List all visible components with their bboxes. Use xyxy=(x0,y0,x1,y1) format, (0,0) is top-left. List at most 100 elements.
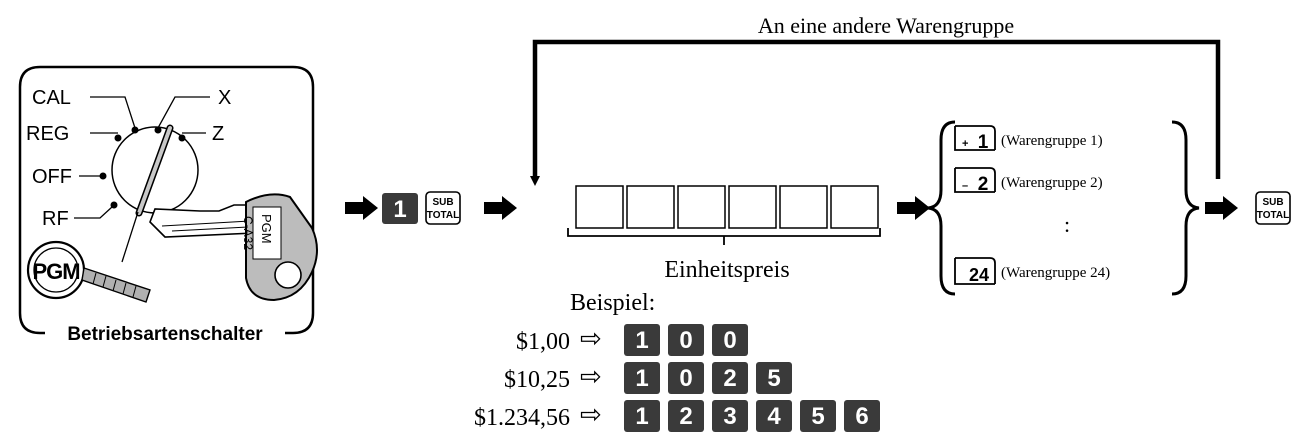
price-digit-box xyxy=(575,185,624,229)
unit-price-label: Einheitspreis xyxy=(664,257,789,283)
svg-text:TOTAL: TOTAL xyxy=(427,210,459,221)
digit-key: 4 xyxy=(756,400,792,432)
digit-key-label: 1 xyxy=(635,365,648,392)
digit-key-label: 0 xyxy=(679,327,692,354)
key-blade xyxy=(149,204,255,238)
digit-key-label: 1 xyxy=(635,327,648,354)
example-amount: $1,00 xyxy=(516,329,570,355)
key-pgm-label: PGM xyxy=(259,214,274,244)
digit-key-label: 0 xyxy=(679,365,692,392)
digit-key-label: 2 xyxy=(723,365,736,392)
digit-key-label: 4 xyxy=(767,403,781,430)
price-bracket xyxy=(567,228,881,245)
position-reg-dot xyxy=(114,134,122,142)
mode-lever xyxy=(137,126,172,215)
digit-key: 5 xyxy=(800,400,836,432)
digit-key: 2 xyxy=(712,362,748,394)
position-rf-label: RF xyxy=(42,208,69,230)
digit-key-label: 1 xyxy=(635,403,648,430)
department-2-row: – 2 (Warengruppe 2) xyxy=(954,167,1103,195)
price-digit-box xyxy=(830,185,879,229)
subtotal-key-final: SUB TOTAL xyxy=(1255,191,1291,225)
digit-key: 6 xyxy=(844,400,880,432)
department-1-label: (Warengruppe 1) xyxy=(1001,133,1103,149)
key-code-label: C-A32 xyxy=(241,216,255,250)
subtotal-key: SUB TOTAL xyxy=(425,191,461,225)
department-ellipsis: : xyxy=(1064,212,1070,237)
mode-switch-caption: Betriebsartenschalter xyxy=(67,324,263,345)
flow-arrow-1 xyxy=(345,196,378,220)
position-x-label: X xyxy=(218,87,231,109)
example-row: $1.234,56 ⇨ 1 2 3 4 5 6 xyxy=(474,399,880,432)
digit-key: 1 xyxy=(624,324,660,356)
department-1-key-sign: + xyxy=(962,138,968,150)
hollow-arrow-icon: ⇨ xyxy=(580,361,602,391)
department-2-key-sign: – xyxy=(962,180,968,192)
digit-key: 2 xyxy=(668,400,704,432)
position-z-dot xyxy=(178,134,186,142)
svg-text:SUB: SUB xyxy=(1262,197,1283,208)
department-2-label: (Warengruppe 2) xyxy=(1001,175,1103,191)
position-cal-dot xyxy=(131,126,139,134)
flow-arrow-2 xyxy=(484,196,517,220)
position-rf-dot xyxy=(110,201,118,209)
price-digit-box xyxy=(626,185,675,229)
example-amount: $10,25 xyxy=(504,367,570,393)
loop-back-arrow xyxy=(530,39,1221,186)
key-ring-hole xyxy=(274,261,302,289)
hollow-arrow-icon: ⇨ xyxy=(580,323,602,353)
digit-key-label: 6 xyxy=(855,403,868,430)
svg-text:1: 1 xyxy=(393,196,406,223)
department-2-key-number: 2 xyxy=(978,174,989,195)
position-off-dot xyxy=(99,172,107,180)
department-24-label: (Warengruppe 24) xyxy=(1001,265,1110,281)
brace-left xyxy=(927,120,956,296)
example-row: $10,25 ⇨ 1 0 2 5 xyxy=(504,361,792,394)
magnifier-handle xyxy=(81,267,151,303)
department-1-row: + 1 (Warengruppe 1) xyxy=(954,125,1103,153)
flow-arrow-4 xyxy=(1205,196,1238,220)
hollow-arrow-icon: ⇨ xyxy=(580,399,602,429)
position-reg-label: REG xyxy=(26,123,69,145)
position-off-label: OFF xyxy=(32,166,72,188)
digit-key: 1 xyxy=(624,400,660,432)
panel-frame xyxy=(18,65,315,335)
digit-key-label: 3 xyxy=(723,403,736,430)
price-digit-box xyxy=(677,185,726,229)
department-24-row: 24 (Warengruppe 24) xyxy=(954,257,1110,285)
digit-key-label: 2 xyxy=(679,403,692,430)
brace-right xyxy=(1171,120,1200,296)
digit-key-label: 5 xyxy=(767,365,780,392)
price-digit-box xyxy=(728,185,777,229)
svg-text:TOTAL: TOTAL xyxy=(1257,210,1289,221)
unit-price-entry: Einheitspreis xyxy=(567,185,881,283)
digit-key: 0 xyxy=(668,362,704,394)
loop-back-label: An eine andere Warengruppe xyxy=(758,13,1014,38)
example-amount: $1.234,56 xyxy=(474,405,570,431)
mode-switch-panel: Betriebsartenschalter CAL X REG Z OFF RF… xyxy=(18,65,318,345)
digit-key: 3 xyxy=(712,400,748,432)
entry-flow: An eine andere Warengruppe 1 SUB TOTAL xyxy=(345,13,1291,296)
svg-text:SUB: SUB xyxy=(432,197,453,208)
department-24-key-number: 24 xyxy=(969,265,989,285)
flow-arrow-3 xyxy=(897,196,930,220)
digit-key: 5 xyxy=(756,362,792,394)
position-z-label: Z xyxy=(212,123,224,145)
position-x-dot xyxy=(154,126,162,134)
position-pgm-label: PGM xyxy=(32,259,79,284)
digit-key: 1 xyxy=(624,362,660,394)
digit-key: 0 xyxy=(712,324,748,356)
price-digit-box xyxy=(779,185,828,229)
key-tag xyxy=(252,206,282,260)
department-1-key-number: 1 xyxy=(978,132,989,153)
digit-key-label: 0 xyxy=(723,327,736,354)
example-rows: $1,00 ⇨ 1 0 0 $10,25 ⇨ 1 0 2 5 $1.234,56 ⇨ 1 2 3 4 5 6 xyxy=(474,323,880,432)
position-cal-label: CAL xyxy=(32,87,71,109)
digit-key-label: 5 xyxy=(811,403,824,430)
digit-key: 0 xyxy=(668,324,704,356)
example-section: Beispiel: $1,00 ⇨ 1 0 0 $10,25 ⇨ 1 0 2 5 $1.234,56 ⇨… xyxy=(474,290,880,432)
department-selection: + 1 (Warengruppe 1) – 2 (Warengruppe 2) … xyxy=(927,120,1200,296)
example-title: Beispiel: xyxy=(570,290,655,316)
